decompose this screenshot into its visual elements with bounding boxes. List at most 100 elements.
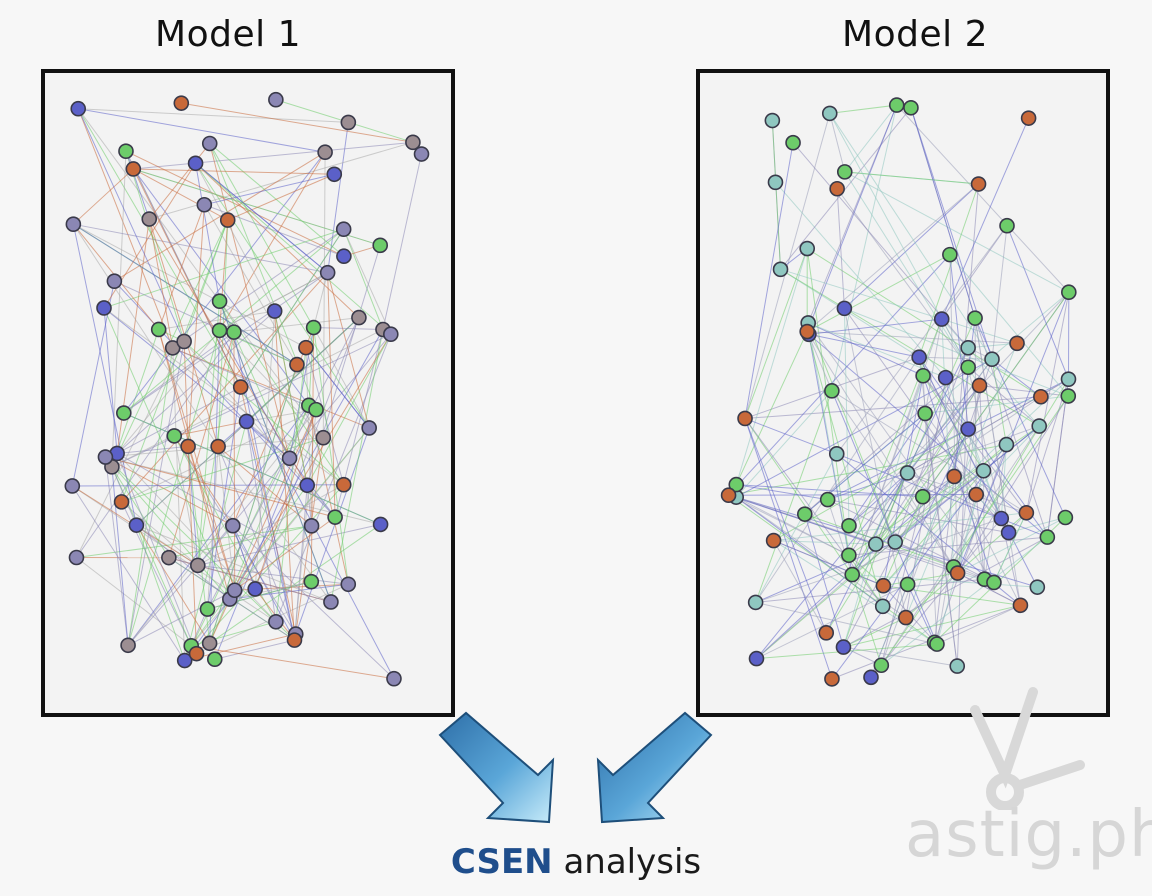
network-node bbox=[984, 351, 1000, 368]
network-edge bbox=[172, 228, 344, 349]
network-node bbox=[232, 379, 249, 395]
network-edge bbox=[72, 223, 219, 447]
network-edge bbox=[875, 317, 976, 545]
network-edge bbox=[844, 171, 979, 185]
network-node bbox=[164, 340, 181, 356]
network-node bbox=[767, 174, 784, 191]
network-edge bbox=[843, 617, 907, 648]
network-edge bbox=[953, 183, 980, 477]
network-edge bbox=[229, 581, 312, 600]
network-edge bbox=[842, 413, 926, 648]
csen-analysis-caption: CSEN analysis bbox=[0, 842, 1152, 882]
network-edge bbox=[306, 245, 381, 486]
network-edge bbox=[894, 425, 1040, 543]
network-node bbox=[975, 462, 992, 479]
network-node bbox=[382, 326, 399, 342]
network-node bbox=[844, 566, 861, 583]
network-edge bbox=[148, 143, 211, 220]
network-node bbox=[999, 217, 1015, 234]
network-node bbox=[413, 146, 430, 162]
network-edge bbox=[219, 330, 291, 459]
network-node bbox=[118, 143, 134, 159]
network-edge bbox=[229, 333, 392, 600]
network-edge bbox=[135, 524, 186, 661]
model-1-network-graph bbox=[64, 91, 430, 687]
network-node bbox=[298, 339, 314, 356]
network-edge bbox=[71, 281, 115, 487]
network-edge bbox=[229, 329, 384, 600]
network-edge bbox=[967, 367, 1002, 519]
network-node bbox=[824, 383, 840, 399]
network-edge bbox=[735, 248, 808, 485]
network-node bbox=[1029, 579, 1046, 595]
network-edge bbox=[979, 385, 1069, 397]
network-edge bbox=[736, 496, 985, 580]
network-node bbox=[818, 625, 835, 641]
network-node bbox=[405, 134, 421, 151]
network-edge bbox=[195, 162, 370, 429]
network-edge bbox=[306, 333, 392, 486]
network-edge bbox=[831, 390, 1027, 514]
network-edge bbox=[330, 329, 384, 603]
network-edge bbox=[829, 113, 846, 172]
network-edge bbox=[870, 518, 1002, 678]
network-edge bbox=[907, 425, 1040, 474]
network-edge bbox=[217, 446, 312, 527]
network-edge bbox=[127, 589, 235, 646]
network-node bbox=[799, 323, 815, 340]
network-edge bbox=[133, 141, 413, 170]
network-node bbox=[335, 476, 352, 493]
network-edge bbox=[209, 143, 345, 257]
analysis-label: analysis bbox=[552, 842, 702, 882]
network-node bbox=[289, 356, 305, 373]
network-edge bbox=[195, 162, 360, 318]
watermark-logo-icon bbox=[970, 687, 1085, 811]
network-node bbox=[949, 658, 966, 674]
network-node bbox=[874, 598, 891, 615]
network-node bbox=[317, 144, 333, 161]
network-edge bbox=[133, 168, 228, 221]
network-edge bbox=[254, 409, 317, 590]
network-edge bbox=[735, 331, 808, 485]
network-edge bbox=[181, 102, 413, 143]
network-node bbox=[863, 669, 879, 686]
network-edge bbox=[127, 330, 221, 646]
network-edge bbox=[844, 183, 979, 309]
watermark: astig.ph bbox=[905, 680, 1152, 890]
network-edge bbox=[313, 272, 329, 328]
network-edge bbox=[76, 525, 312, 558]
network-node bbox=[201, 135, 218, 152]
network-edge bbox=[755, 453, 838, 603]
network-edge bbox=[1000, 444, 1007, 519]
network-node bbox=[319, 264, 336, 281]
network-edge bbox=[957, 572, 1021, 606]
network-edge bbox=[219, 151, 326, 331]
network-edge bbox=[806, 183, 979, 332]
network-edge bbox=[133, 168, 335, 175]
network-edge bbox=[918, 183, 980, 358]
network-node bbox=[799, 240, 816, 257]
watermark-text: astig.ph bbox=[905, 798, 1152, 872]
network-edge bbox=[967, 359, 993, 430]
network-edge bbox=[848, 358, 993, 556]
network-node bbox=[949, 565, 966, 581]
network-edge bbox=[77, 108, 242, 388]
network-node bbox=[986, 574, 1002, 591]
network-edge bbox=[780, 268, 1040, 427]
network-node bbox=[841, 517, 857, 534]
network-edge bbox=[172, 347, 370, 429]
network-edge bbox=[744, 248, 808, 419]
network-node bbox=[268, 91, 284, 108]
network-node bbox=[161, 549, 177, 566]
network-edge bbox=[755, 356, 920, 603]
network-node bbox=[166, 428, 183, 444]
network-edge bbox=[949, 254, 969, 430]
network-edge bbox=[829, 104, 897, 114]
network-edge bbox=[313, 327, 349, 585]
network-edge bbox=[132, 168, 242, 388]
network-edge bbox=[728, 494, 850, 556]
network-edge bbox=[305, 347, 370, 429]
network-edge bbox=[983, 470, 985, 580]
network-edge bbox=[214, 639, 295, 660]
network-node bbox=[998, 436, 1015, 453]
